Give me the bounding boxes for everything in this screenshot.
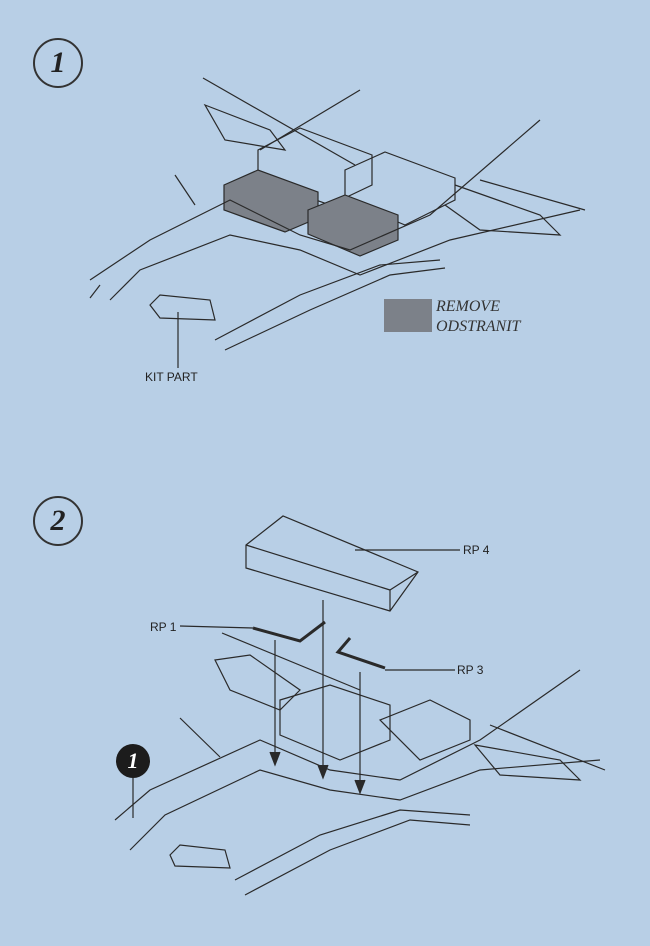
reference-step-badge: 1 (116, 744, 150, 778)
step-1-drawing (89, 77, 586, 368)
kit-part-label: KIT PART (145, 370, 198, 384)
part-label-rp4: RP 4 (463, 543, 490, 557)
remove-color-swatch (384, 299, 432, 332)
step-1-number: 1 (33, 38, 83, 88)
step-2-drawing (114, 515, 606, 896)
legend-remove: REMOVE (436, 298, 500, 315)
legend-odstranit: ODSTRANIT (436, 318, 521, 335)
part-label-rp3: RP 3 (457, 663, 484, 677)
part-label-rp1: RP 1 (150, 620, 177, 634)
step-2-number: 2 (33, 496, 83, 546)
